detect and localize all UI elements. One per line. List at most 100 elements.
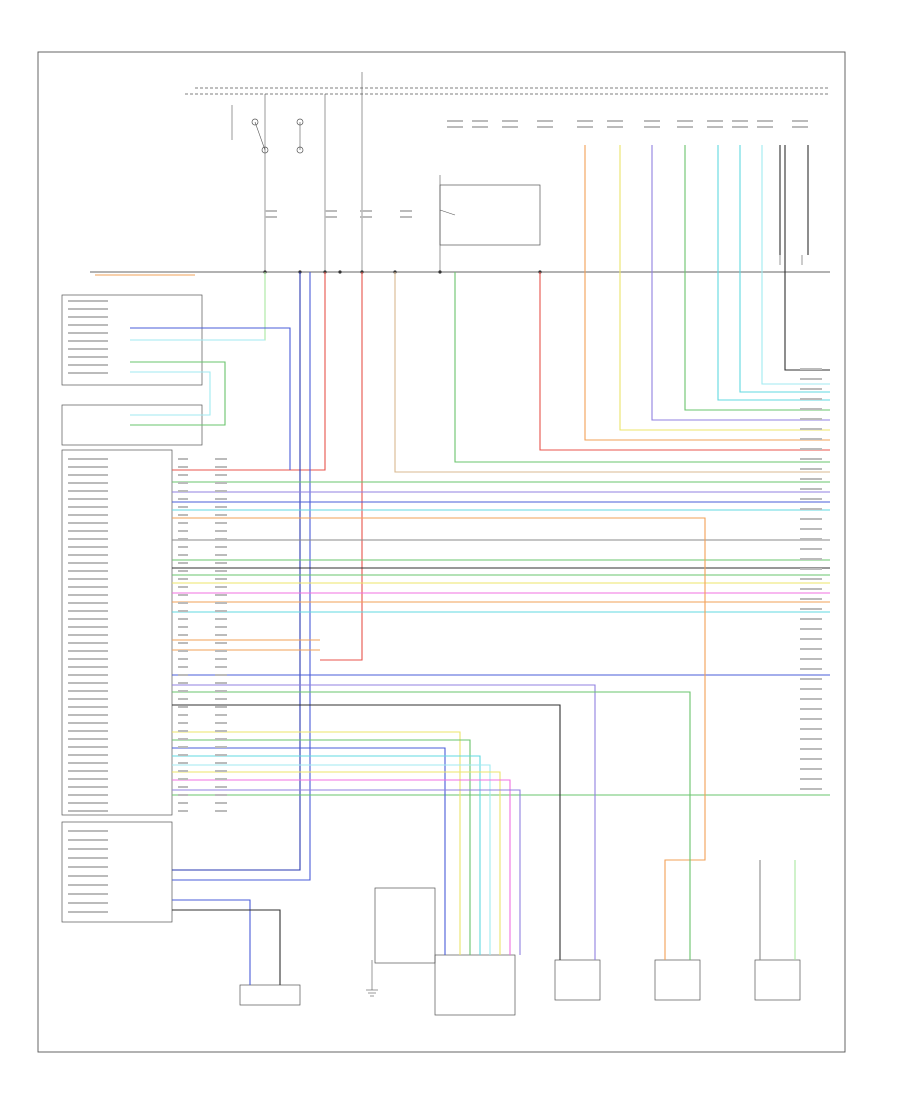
pin-label — [215, 594, 227, 596]
pin-label — [800, 598, 822, 600]
pin-label — [215, 674, 227, 676]
pin-label — [215, 546, 227, 548]
pin-label — [265, 216, 277, 218]
pin-label — [68, 762, 108, 764]
pin-label — [215, 602, 227, 604]
pin-label — [732, 126, 748, 128]
pin-label — [800, 568, 822, 570]
pin-label — [178, 522, 188, 524]
pin-label — [800, 668, 822, 670]
pin-label — [215, 482, 227, 484]
pin-label — [447, 126, 463, 128]
pin-label — [800, 538, 822, 540]
pin-label — [215, 642, 227, 644]
pin-label — [800, 788, 822, 790]
pin-labels — [68, 120, 822, 913]
pin-label — [800, 678, 822, 680]
pin-label — [68, 666, 108, 668]
pin-label — [68, 466, 108, 468]
pin-label — [68, 332, 108, 334]
pin-label — [502, 126, 518, 128]
pin-label — [215, 794, 227, 796]
pin-label — [178, 514, 188, 516]
wire — [172, 771, 501, 955]
pin-label — [68, 316, 108, 318]
pin-label — [577, 120, 593, 122]
left-modules — [61, 294, 801, 1016]
pin-label — [68, 340, 108, 342]
pin-label — [68, 530, 108, 532]
pin-label — [178, 482, 188, 484]
wire — [394, 272, 830, 473]
pin-label — [68, 626, 108, 628]
pin-label — [800, 578, 822, 580]
pin-label — [178, 642, 188, 644]
pin-label — [800, 558, 822, 560]
pin-label — [178, 778, 188, 780]
pin-label — [800, 488, 822, 490]
pin-label — [68, 674, 108, 676]
pin-label — [215, 490, 227, 492]
wire — [172, 517, 706, 960]
wire — [172, 691, 691, 960]
pin-label — [68, 754, 108, 756]
pin-label — [215, 682, 227, 684]
pin-label — [178, 586, 188, 588]
pin-label — [178, 762, 188, 764]
pin-label — [472, 120, 488, 122]
wire — [130, 327, 291, 470]
wire — [539, 272, 830, 451]
wire-harness — [95, 145, 830, 985]
pin-label — [215, 810, 227, 812]
wire — [172, 272, 301, 871]
pin-label — [68, 902, 108, 904]
pin-label — [215, 466, 227, 468]
pin-label — [215, 690, 227, 692]
pin-label — [68, 722, 108, 724]
pin-label — [68, 618, 108, 620]
wire — [172, 272, 311, 881]
pin-label — [68, 578, 108, 580]
pin-label — [68, 554, 108, 556]
wire — [172, 272, 326, 471]
pin-label — [68, 802, 108, 804]
wire — [584, 145, 830, 441]
pin-label — [800, 738, 822, 740]
pin-label — [800, 468, 822, 470]
pin-label — [68, 682, 108, 684]
pin-label — [68, 586, 108, 588]
pin-label — [68, 848, 108, 850]
wire — [172, 789, 521, 955]
pin-label — [68, 562, 108, 564]
pin-label — [215, 706, 227, 708]
pin-label — [800, 658, 822, 660]
pin-label — [68, 498, 108, 500]
pin-label — [800, 698, 822, 700]
pin-label — [178, 714, 188, 716]
wire — [172, 779, 511, 955]
wire — [320, 272, 363, 661]
pin-label — [68, 875, 108, 877]
wire — [619, 145, 830, 431]
pin-label — [215, 730, 227, 732]
pin-label — [800, 428, 822, 430]
pin-label — [800, 448, 822, 450]
pin-label — [178, 738, 188, 740]
pin-label — [800, 718, 822, 720]
pin-label — [215, 570, 227, 572]
pin-label — [68, 746, 108, 748]
pin-label — [792, 120, 808, 122]
pin-label — [68, 538, 108, 540]
pin-label — [800, 628, 822, 630]
pin-label — [800, 438, 822, 440]
pin-label — [215, 618, 227, 620]
pin-label — [178, 458, 188, 460]
pin-label — [400, 216, 412, 218]
pin-label — [800, 648, 822, 650]
pin-label — [178, 690, 188, 692]
wire — [172, 764, 491, 955]
pin-label — [215, 578, 227, 580]
pin-label — [215, 754, 227, 756]
pin-label — [178, 498, 188, 500]
pin-label — [800, 748, 822, 750]
